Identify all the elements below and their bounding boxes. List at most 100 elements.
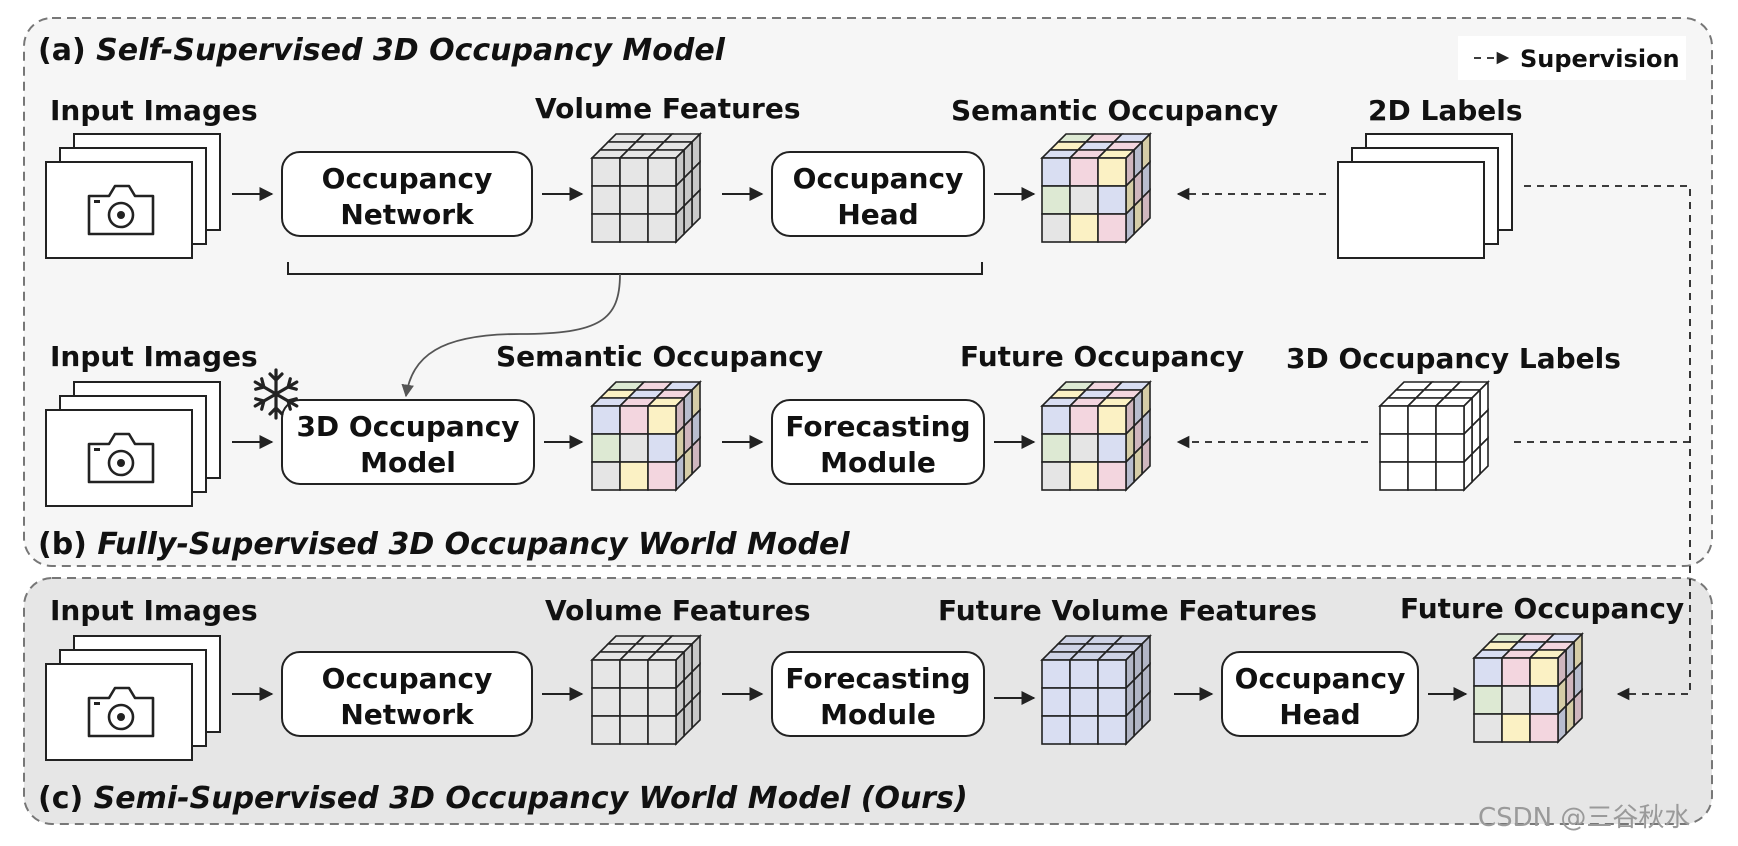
- row-a-network-label-2: Network: [340, 198, 475, 231]
- cube-front-cell: [647, 687, 677, 717]
- cube-front-cell: [591, 213, 621, 243]
- cube-front-cell: [1407, 461, 1437, 491]
- row-b-semantic-occupancy-cube: [590, 380, 702, 492]
- row-c-occupancy-network-box: Occupancy Network: [281, 651, 533, 737]
- cube-front-cell: [647, 715, 677, 745]
- cube-front-cell: [619, 213, 649, 243]
- row-c-forecast-label-1: Forecasting: [785, 662, 970, 695]
- cube-front-cell: [1501, 685, 1531, 715]
- panel-c-title: (c) Semi-Supervised 3D Occupancy World M…: [38, 781, 968, 816]
- cube-front-cell: [591, 157, 621, 187]
- row-a-occupancy-head-box: Occupancy Head: [771, 151, 985, 237]
- row-c-input-images-label: Input Images: [50, 594, 258, 627]
- cube-front-cell: [1097, 405, 1127, 435]
- cube-front-cell: [619, 687, 649, 717]
- cube-front-cell: [1379, 405, 1409, 435]
- row-a-input-images-label: Input Images: [50, 94, 258, 127]
- cube-front-cell: [1097, 157, 1127, 187]
- row-a-semantic-occupancy-label: Semantic Occupancy: [951, 94, 1278, 127]
- camera-icon: [87, 432, 155, 484]
- row-c-future-volume-features-cube: [1040, 634, 1152, 746]
- row-c-head-label-1: Occupancy: [1235, 662, 1406, 695]
- row-b-3d-labels-label: 3D Occupancy Labels: [1286, 342, 1621, 375]
- row-c-network-label-2: Network: [340, 698, 475, 731]
- pretrained-model-arrow: [401, 273, 621, 398]
- cube-front-cell: [591, 659, 621, 689]
- cube-front-cell: [647, 213, 677, 243]
- cube-front-cell: [1069, 433, 1099, 463]
- cube-front-cell: [1041, 659, 1071, 689]
- image-frame: [45, 409, 193, 507]
- cube-front-cell: [1529, 657, 1559, 687]
- cube-front-cell: [1407, 405, 1437, 435]
- row-b-3d-occupancy-model-box: 3D Occupancy Model: [281, 399, 535, 485]
- cube-front-cell: [591, 715, 621, 745]
- row-a-2d-labels-label: 2D Labels: [1368, 94, 1523, 127]
- cube-front-cell: [619, 157, 649, 187]
- legend-supervision-label: Supervision: [1520, 45, 1680, 73]
- cube-front-cell: [1069, 185, 1099, 215]
- row-c-future-volume-features-label: Future Volume Features: [938, 594, 1317, 627]
- row-b-forecasting-module-box: Forecasting Module: [771, 399, 985, 485]
- cube-front-cell: [647, 405, 677, 435]
- cube-front-cell: [1097, 659, 1127, 689]
- row-b-forecast-label-1: Forecasting: [785, 410, 970, 443]
- row-c-volume-features-cube: [590, 634, 702, 746]
- cube-front-cell: [1473, 713, 1503, 743]
- cube-front-cell: [1069, 715, 1099, 745]
- cube-front-cell: [1529, 713, 1559, 743]
- row-a-2d-labels-stack: [1337, 133, 1513, 259]
- row-c-future-occupancy-label: Future Occupancy: [1400, 592, 1684, 625]
- row-a-network-label-1: Occupancy: [322, 162, 493, 195]
- row-b-future-occupancy-cube: [1040, 380, 1152, 492]
- cube-front-cell: [1407, 433, 1437, 463]
- row-a-occupancy-network-box: Occupancy Network: [281, 151, 533, 237]
- cube-front-cell: [1069, 405, 1099, 435]
- row-a-volume-features-label: Volume Features: [535, 92, 800, 125]
- label-page: [1337, 161, 1485, 259]
- cube-front-cell: [1069, 157, 1099, 187]
- cube-front-cell: [647, 659, 677, 689]
- cube-front-cell: [1041, 461, 1071, 491]
- row-c-volume-features-label: Volume Features: [545, 594, 810, 627]
- row-a-volume-features-cube: [590, 132, 702, 244]
- cube-front-cell: [591, 185, 621, 215]
- cube-front-cell: [591, 433, 621, 463]
- cube-front-cell: [1069, 659, 1099, 689]
- panel-b-title: (b) Fully-Supervised 3D Occupancy World …: [38, 527, 850, 562]
- cube-front-cell: [619, 405, 649, 435]
- cube-front-cell: [1501, 657, 1531, 687]
- row-a-head-label-1: Occupancy: [793, 162, 964, 195]
- cube-front-cell: [1041, 687, 1071, 717]
- cube-front-cell: [1069, 461, 1099, 491]
- cube-front-cell: [647, 461, 677, 491]
- image-frame: [45, 663, 193, 761]
- cube-front-cell: [619, 659, 649, 689]
- cube-front-cell: [619, 715, 649, 745]
- row-a-head-label-2: Head: [837, 198, 918, 231]
- row-c-future-occupancy-cube: [1472, 632, 1584, 744]
- row-c-head-label-2: Head: [1279, 698, 1360, 731]
- row-b-input-images: [45, 381, 221, 507]
- snowflake-icon: [253, 368, 299, 420]
- row-b-3d-occupancy-labels-cube: [1378, 380, 1490, 492]
- cube-front-cell: [647, 157, 677, 187]
- cube-front-cell: [1069, 687, 1099, 717]
- cube-front-cell: [1379, 461, 1409, 491]
- row-b-forecast-label-2: Module: [820, 446, 936, 479]
- row-c-input-images: [45, 635, 221, 761]
- cube-front-cell: [647, 185, 677, 215]
- cube-front-cell: [1097, 687, 1127, 717]
- supervision-connector-2d: [1524, 185, 1691, 701]
- row-b-semantic-occupancy-label: Semantic Occupancy: [496, 340, 823, 373]
- cube-front-cell: [1041, 157, 1071, 187]
- cube-front-cell: [1529, 685, 1559, 715]
- row-a-bracket: [287, 262, 983, 275]
- cube-front-cell: [1435, 433, 1465, 463]
- cube-front-cell: [591, 405, 621, 435]
- row-c-occupancy-head-box: Occupancy Head: [1221, 651, 1419, 737]
- cube-front-cell: [1041, 433, 1071, 463]
- cube-front-cell: [1097, 185, 1127, 215]
- cube-front-cell: [619, 461, 649, 491]
- camera-icon: [87, 184, 155, 236]
